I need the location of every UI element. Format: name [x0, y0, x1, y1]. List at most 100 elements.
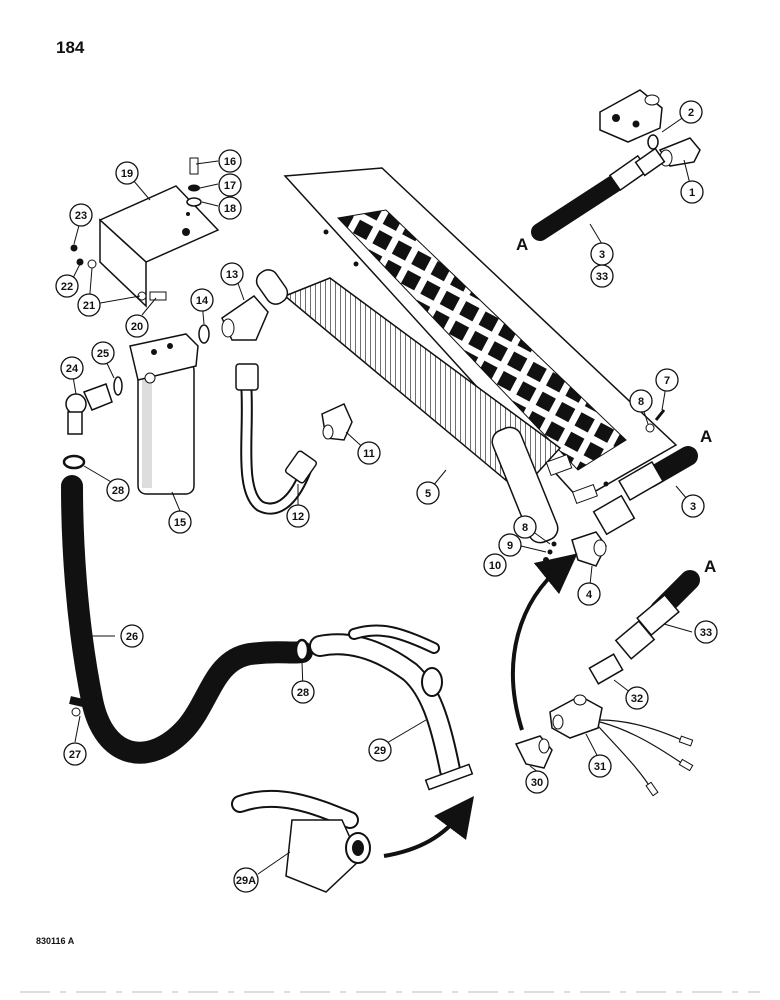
drawing-code: 830116 A — [36, 936, 75, 946]
svg-text:5: 5 — [425, 488, 431, 500]
callout-21: 21 — [77, 293, 101, 317]
svg-text:11: 11 — [363, 448, 375, 460]
cooler-side-tank — [491, 426, 559, 544]
svg-text:9: 9 — [507, 540, 513, 552]
svg-text:27: 27 — [69, 749, 81, 761]
callout-28-middle: 28 — [291, 680, 315, 704]
callout-30: 30 — [525, 770, 549, 794]
callout-5: 5 — [416, 481, 440, 505]
svg-text:10: 10 — [489, 560, 501, 572]
oil-cooler — [255, 269, 599, 544]
svg-text:23: 23 — [75, 210, 87, 222]
svg-text:28: 28 — [112, 485, 124, 497]
tube-12 — [235, 363, 318, 515]
o-ring-2 — [647, 134, 659, 150]
hose-33-lower — [614, 570, 700, 660]
pipe-marker-a-top: A — [516, 235, 528, 254]
svg-text:4: 4 — [586, 589, 593, 601]
tee-fitting-31 — [549, 694, 694, 797]
svg-text:3: 3 — [599, 249, 605, 261]
callout-17: 17 — [218, 173, 242, 197]
svg-text:21: 21 — [83, 300, 95, 312]
svg-text:12: 12 — [292, 511, 304, 523]
callout-25: 25 — [91, 341, 115, 365]
callout-22: 22 — [55, 274, 79, 298]
pipe-marker-a-lower: A — [704, 557, 716, 576]
elbow-24 — [65, 383, 113, 435]
svg-text:1: 1 — [689, 187, 695, 199]
hose-3-upper — [531, 147, 666, 241]
callout-27: 27 — [63, 742, 87, 766]
callout-3-top: 3 — [590, 242, 614, 266]
hose-bracket-27 — [69, 696, 97, 710]
svg-text:31: 31 — [594, 761, 606, 773]
elbow-fitting-1 — [658, 137, 701, 167]
callouts: 1 2 3 33 3 4 5 7 8 8 9 10 11 12 13 14 15… — [55, 100, 718, 893]
svg-text:7: 7 — [664, 375, 670, 387]
elbow-fitting-30 — [514, 735, 553, 769]
callout-32: 32 — [625, 686, 649, 710]
bolt-7 — [645, 409, 666, 433]
o-ring-14 — [198, 324, 210, 344]
svg-text:17: 17 — [224, 180, 236, 192]
callout-15: 15 — [168, 510, 192, 534]
callout-14: 14 — [190, 288, 214, 312]
callout-8-upper: 8 — [629, 389, 653, 413]
callout-18: 18 — [218, 196, 242, 220]
hose-clamp-28-middle — [294, 638, 310, 662]
tube-assembly-29 — [309, 624, 474, 791]
svg-text:33: 33 — [700, 627, 712, 639]
callout-3-right: 3 — [681, 494, 705, 518]
o-ring-25 — [113, 376, 123, 396]
elbow-13 — [221, 295, 269, 341]
grille-panel — [283, 167, 678, 501]
svg-text:26: 26 — [126, 631, 138, 643]
tee-fitting-11 — [321, 403, 353, 441]
callout-7: 7 — [655, 368, 679, 392]
hose-3-lower — [592, 446, 698, 536]
callout-2: 2 — [679, 100, 703, 124]
svg-text:25: 25 — [97, 348, 109, 360]
callout-19: 19 — [115, 161, 139, 185]
elbow-fitting-4 — [571, 531, 607, 567]
svg-text:29A: 29A — [236, 875, 256, 887]
screw-16 — [189, 157, 199, 175]
callout-10: 10 — [483, 553, 507, 577]
svg-text:33: 33 — [596, 271, 608, 283]
callout-9: 9 — [498, 533, 522, 557]
callout-16: 16 — [218, 149, 242, 173]
svg-text:14: 14 — [196, 295, 209, 307]
svg-text:24: 24 — [66, 363, 79, 375]
bolt-20 — [149, 291, 167, 301]
callout-29: 29 — [368, 738, 392, 762]
svg-text:16: 16 — [224, 156, 236, 168]
callout-20: 20 — [125, 314, 149, 338]
svg-text:28: 28 — [297, 687, 309, 699]
oil-filter-15 — [129, 333, 199, 495]
svg-text:8: 8 — [522, 522, 528, 534]
svg-text:2: 2 — [688, 107, 694, 119]
callout-33-lower: 33 — [694, 620, 718, 644]
nut-23 — [70, 244, 78, 252]
callout-33-top: 33 — [590, 264, 614, 288]
pipe-marker-a-right: A — [700, 427, 712, 446]
hose-26 — [61, 475, 313, 764]
washer-22 — [76, 258, 84, 266]
svg-text:13: 13 — [226, 269, 238, 281]
hose-clamp-28-top — [62, 454, 86, 470]
connector-32 — [588, 653, 624, 685]
callout-13: 13 — [220, 262, 244, 286]
svg-text:8: 8 — [638, 396, 644, 408]
relocation-arrow-lower — [383, 796, 475, 858]
callout-4: 4 — [577, 582, 601, 606]
callout-24: 24 — [60, 356, 84, 380]
svg-text:3: 3 — [690, 501, 696, 513]
callout-1: 1 — [680, 180, 704, 204]
callout-28-top: 28 — [106, 478, 130, 502]
washer-21 — [87, 259, 97, 269]
svg-text:18: 18 — [224, 203, 236, 215]
callout-23: 23 — [69, 203, 93, 227]
svg-text:19: 19 — [121, 168, 133, 180]
